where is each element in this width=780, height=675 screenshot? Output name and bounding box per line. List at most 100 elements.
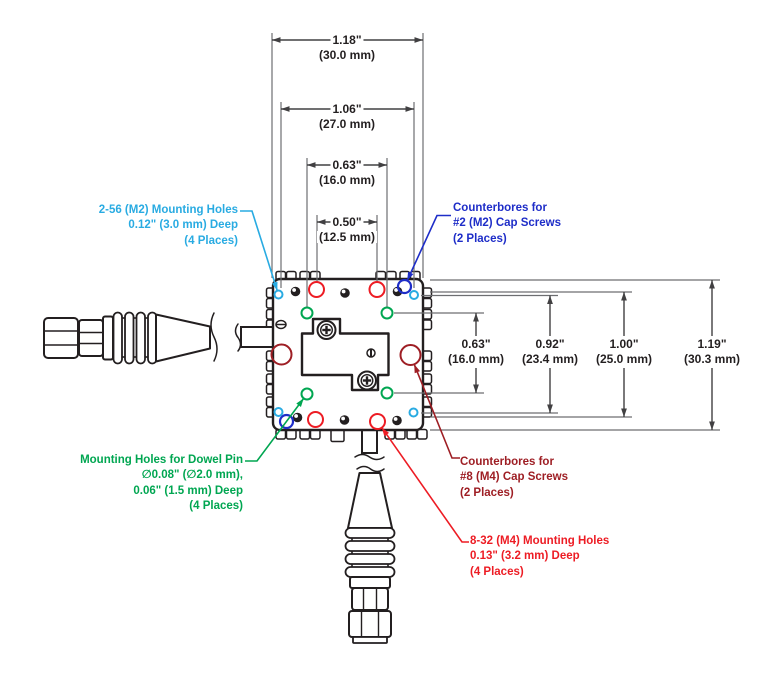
strain-relief-rib	[112, 311, 123, 365]
leader-m4-counterbores	[413, 364, 460, 459]
dim-right-height-outer-mm: (30.3 mm)	[683, 352, 741, 366]
left-cable	[240, 326, 275, 348]
left-strain-relief-cone	[155, 313, 211, 363]
m2-mounting-hole	[409, 290, 419, 300]
m2-counterbore	[278, 413, 295, 430]
m2-mounting-hole	[408, 407, 419, 418]
tapped-hole	[340, 288, 350, 298]
arrowhead	[547, 295, 553, 304]
tapped-hole-glint	[393, 417, 398, 421]
arrowhead	[407, 271, 414, 281]
m2-mounting-hole	[273, 407, 284, 417]
dim-right-m2-span-mm: (23.4 mm)	[521, 352, 579, 366]
callout-leader-lines	[240, 210, 469, 543]
dim-top-dowel-span-in: 0.63"	[330, 158, 364, 172]
dim-right-hole-span: 1.00" (25.0 mm)	[593, 336, 655, 368]
callout-line: (2 Places)	[460, 486, 514, 499]
cable-break-symbol	[356, 465, 385, 473]
dim-top-dowel-span-mm: (16.0 mm)	[316, 173, 378, 187]
cable-break-symbol	[210, 312, 218, 362]
left-connector-hex-nut	[43, 317, 79, 359]
tapped-hole-glint	[292, 288, 296, 292]
bottom-strain-relief-cone	[347, 472, 393, 529]
m4-mounting-hole	[368, 281, 386, 298]
arrowhead	[378, 162, 387, 168]
strain-relief-rib	[344, 566, 396, 578]
arrowhead	[317, 219, 326, 225]
dowel-pin-hole	[300, 306, 314, 320]
tapped-hole	[392, 415, 402, 426]
left-connector-barrel	[102, 315, 114, 361]
callout-line: (4 Places)	[470, 565, 524, 578]
dim-right-m2-span-in: 0.92"	[535, 337, 565, 351]
dim-top-width-outer-mm: (30.0 mm)	[316, 48, 378, 62]
arrowhead	[271, 281, 278, 291]
callout-line: Mounting Holes for Dowel Pin	[80, 454, 243, 466]
strain-relief-rib	[344, 540, 396, 552]
callout-m2-mounting-holes: 2-56 (M2) Mounting Holes 0.12" (3.0 mm) …	[99, 203, 238, 249]
dowel-pin-hole	[380, 306, 394, 320]
m2-mounting-hole	[273, 289, 284, 300]
bottom-connector-barrel	[349, 576, 391, 589]
mounting-hole-markers	[270, 278, 422, 430]
m4-mounting-hole	[307, 411, 324, 428]
left-connector-hex-nut-2	[78, 319, 104, 357]
leader-m2-counterbores	[406, 214, 451, 281]
arrowhead	[307, 162, 316, 168]
dim-top-tap-span-in: 0.50"	[330, 215, 364, 229]
dimension-extension-lines	[271, 33, 720, 431]
flexure-tab-bottom	[416, 428, 428, 440]
cable-break-symbol	[354, 453, 385, 461]
tapped-hole	[290, 286, 301, 297]
callout-dowel-pin-holes: Mounting Holes for Dowel Pin ∅0.08" (∅2.…	[80, 453, 243, 515]
arrowhead	[621, 292, 627, 301]
arrowhead	[709, 421, 715, 430]
strain-relief-rib	[135, 311, 146, 365]
dim-top-width-holes-in: 1.06"	[330, 102, 364, 116]
dim-right-dowel-span: 0.63" (16.0 mm)	[445, 336, 507, 368]
bottom-connector-hex-nut-2	[348, 610, 392, 638]
callout-line: (4 Places)	[189, 500, 243, 513]
m2-counterbore	[396, 278, 413, 295]
callout-m4-mounting-holes: 8-32 (M4) Mounting Holes 0.13" (3.2 mm) …	[470, 534, 609, 580]
dim-right-m2-span: 0.92" (23.4 mm)	[519, 336, 581, 368]
dim-right-hole-span-in: 1.00"	[609, 337, 639, 351]
arrowhead	[547, 404, 553, 413]
tapped-hole	[292, 412, 303, 423]
bottom-connector-hex-nut	[351, 587, 389, 611]
bottom-connector-block	[330, 428, 345, 443]
callout-m4-counterbores: Counterbores for #8 (M4) Cap Screws (2 P…	[460, 455, 568, 501]
cable-connectors	[43, 311, 396, 644]
dim-right-hole-span-mm: (25.0 mm)	[595, 352, 653, 366]
callout-line: (2 Places)	[453, 232, 507, 245]
callout-line: Counterbores for	[453, 202, 547, 214]
dim-right-dowel-span-mm: (16.0 mm)	[447, 352, 505, 366]
callout-line: Counterbores for	[460, 456, 554, 468]
strain-relief-rib	[344, 527, 396, 539]
tapped-hole-glint	[394, 288, 398, 292]
callout-line: 0.06" (1.5 mm) Deep	[133, 484, 243, 497]
callout-line: 2-56 (M2) Mounting Holes	[98, 204, 238, 216]
arrowhead	[709, 280, 715, 289]
arrowhead	[381, 427, 390, 437]
arrowhead	[296, 398, 304, 407]
dim-right-height-outer: 1.19" (30.3 mm)	[681, 336, 743, 368]
dowel-pin-hole	[380, 386, 394, 400]
callout-line: 0.12" (3.0 mm) Deep	[128, 219, 238, 232]
callout-line: #2 (M2) Cap Screws	[453, 217, 562, 230]
callout-line: #8 (M4) Cap Screws	[460, 471, 569, 484]
dim-right-dowel-span-in: 0.63"	[461, 337, 491, 351]
arrowhead	[621, 408, 627, 417]
callout-m2-counterbores: Counterbores for #2 (M2) Cap Screws (2 P…	[453, 201, 561, 247]
leader-m2-mounting	[240, 210, 279, 291]
dowel-pin-hole	[300, 387, 314, 401]
cable-break-symbol	[234, 323, 242, 352]
callout-line: (4 Places)	[184, 234, 238, 247]
dim-top-width-outer-in: 1.18"	[330, 33, 364, 47]
tapped-hole	[339, 415, 350, 425]
arrowhead	[368, 219, 377, 225]
dim-top-width-holes-mm: (27.0 mm)	[316, 117, 378, 131]
tapped-hole-glint	[341, 289, 346, 294]
